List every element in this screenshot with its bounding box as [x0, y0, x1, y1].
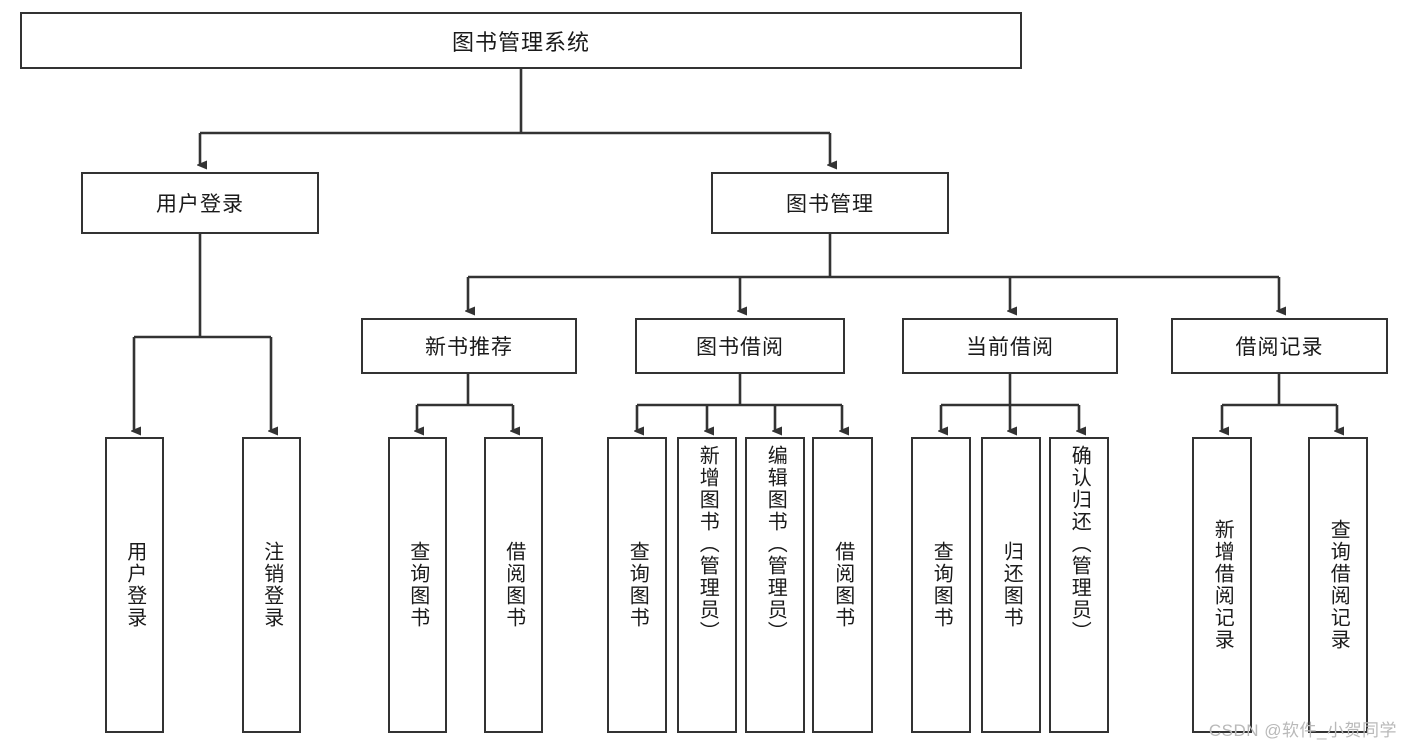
- node-root-system[interactable]: 图书管理系统: [20, 12, 1022, 69]
- leaf-new-book-query[interactable]: 查询图书: [388, 437, 447, 733]
- node-user-login[interactable]: 用户登录: [81, 172, 319, 234]
- leaf-book-borrow-query[interactable]: 查询图书: [607, 437, 667, 733]
- node-current-borrow[interactable]: 当前借阅: [902, 318, 1118, 374]
- leaf-borrow-record-add[interactable]: 新增借阅记录: [1192, 437, 1252, 733]
- leaf-new-book-borrow[interactable]: 借阅图书: [484, 437, 543, 733]
- leaf-borrow-record-query[interactable]: 查询借阅记录: [1308, 437, 1368, 733]
- node-borrow-record[interactable]: 借阅记录: [1171, 318, 1388, 374]
- leaf-book-borrow-add-admin[interactable]: 新增图书（管理员）: [677, 437, 737, 733]
- leaf-current-borrow-query[interactable]: 查询图书: [911, 437, 971, 733]
- leaf-user-login-logout[interactable]: 注销登录: [242, 437, 301, 733]
- leaf-book-borrow-borrow[interactable]: 借阅图书: [812, 437, 873, 733]
- leaf-book-borrow-edit-admin[interactable]: 编辑图书（管理员）: [745, 437, 805, 733]
- node-book-borrow[interactable]: 图书借阅: [635, 318, 845, 374]
- node-new-book-recommend[interactable]: 新书推荐: [361, 318, 577, 374]
- leaf-current-borrow-return[interactable]: 归还图书: [981, 437, 1041, 733]
- leaf-current-borrow-confirm-return-admin[interactable]: 确认归还（管理员）: [1049, 437, 1109, 733]
- leaf-user-login-login[interactable]: 用户登录: [105, 437, 164, 733]
- node-book-management[interactable]: 图书管理: [711, 172, 949, 234]
